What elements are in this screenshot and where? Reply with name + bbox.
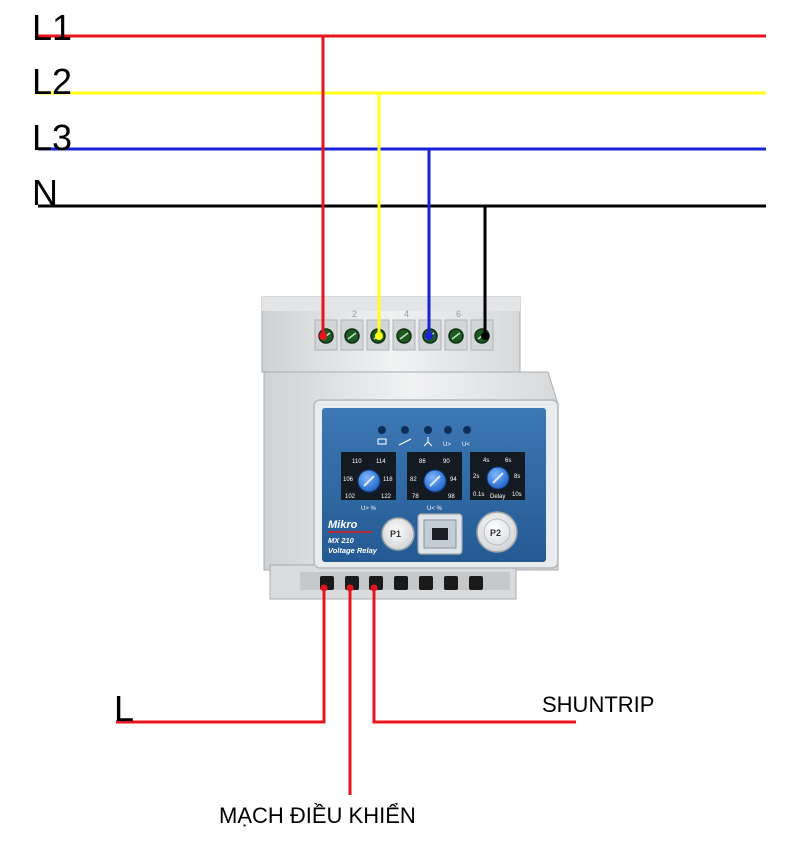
led-indicators: U> U<: [377, 426, 471, 448]
dial-unit-label: Delay: [490, 494, 505, 500]
svg-text:10s: 10s: [512, 492, 522, 498]
p2-button[interactable]: P2: [476, 511, 518, 553]
bottom-connection-dot: [370, 584, 378, 592]
brand-logo: Mikro: [328, 519, 358, 531]
device-name: Voltage Relay: [328, 546, 378, 555]
svg-text:114: 114: [376, 459, 386, 465]
overvoltage-dial[interactable]: 110 114 106 118 102 122 U> %: [341, 452, 396, 512]
bus-wires: [38, 34, 766, 208]
top-terminals: [314, 319, 494, 351]
output-wires: [116, 586, 576, 795]
bus-label-n: N: [32, 172, 58, 213]
top-connection-dot: [319, 332, 327, 340]
svg-text:P1: P1: [390, 529, 401, 539]
output-wire-shuntrip: [372, 586, 576, 724]
screw-slot: [399, 332, 409, 340]
overvoltage-indicator-label: U>: [443, 442, 451, 448]
terminal-number: 6: [456, 309, 461, 319]
undervoltage-dial[interactable]: 86 90 82 94 78 98 U< %: [407, 452, 462, 512]
bus-label-l3: L3: [32, 117, 72, 158]
top-connection-dot: [481, 332, 489, 340]
svg-text:98: 98: [448, 494, 455, 500]
sealing-window: [417, 513, 463, 555]
svg-text:78: 78: [412, 494, 419, 500]
output-label-control-circuit: MẠCH ĐIỀU KHIỂN: [219, 803, 416, 828]
svg-text:2s: 2s: [473, 474, 479, 480]
delay-dial[interactable]: 4s 6s 2s 8s 0.1s 10s Delay: [470, 452, 525, 500]
top-connection-dot: [375, 332, 383, 340]
bottom-terminal-slot: [419, 576, 433, 590]
terminal-number: 4: [404, 309, 409, 319]
bottom-terminal-slot: [444, 576, 458, 590]
bus-label-l1: L1: [32, 7, 72, 48]
model-number: MX 210: [328, 536, 355, 545]
svg-text:106: 106: [343, 477, 354, 483]
voltage-relay-device: 2 4 6 U> U< 110 114 106: [261, 296, 559, 600]
bottom-connection-dot: [346, 584, 354, 592]
svg-text:8s: 8s: [514, 474, 520, 480]
relay-contact-icon: [398, 438, 412, 446]
svg-text:118: 118: [383, 477, 393, 483]
output-wire-l: [116, 586, 326, 724]
svg-text:86: 86: [419, 459, 426, 465]
connection-points: [319, 332, 489, 592]
screw-slot: [451, 332, 461, 340]
bottom-connection-dot: [320, 584, 328, 592]
undervoltage-indicator-label: U<: [462, 442, 470, 448]
drop-wires: [321, 36, 487, 334]
svg-text:82: 82: [410, 477, 417, 483]
phase-sequence-icon: [423, 437, 433, 447]
bottom-terminal-slot: [469, 576, 483, 590]
power-symbol-icon: [377, 438, 387, 445]
svg-text:102: 102: [345, 494, 356, 500]
screw-slot: [347, 332, 357, 340]
terminal-number: 2: [352, 309, 357, 319]
p1-button[interactable]: P1: [381, 517, 415, 551]
bottom-terminal-slot: [394, 576, 408, 590]
dial-unit-label: U> %: [361, 506, 377, 512]
bottom-terminals: [320, 576, 483, 590]
svg-text:94: 94: [450, 477, 457, 483]
svg-text:110: 110: [352, 459, 362, 465]
svg-text:4s: 4s: [483, 458, 489, 464]
svg-text:122: 122: [381, 494, 392, 500]
svg-text:P2: P2: [490, 528, 501, 538]
top-connection-dot: [425, 332, 433, 340]
bus-label-l2: L2: [32, 61, 72, 102]
svg-text:0.1s: 0.1s: [473, 492, 484, 498]
svg-text:6s: 6s: [505, 458, 511, 464]
svg-text:90: 90: [443, 459, 450, 465]
output-label-shuntrip: SHUNTRIP: [542, 692, 654, 717]
output-label-l: L: [114, 688, 134, 729]
dial-unit-label: U< %: [427, 506, 443, 512]
